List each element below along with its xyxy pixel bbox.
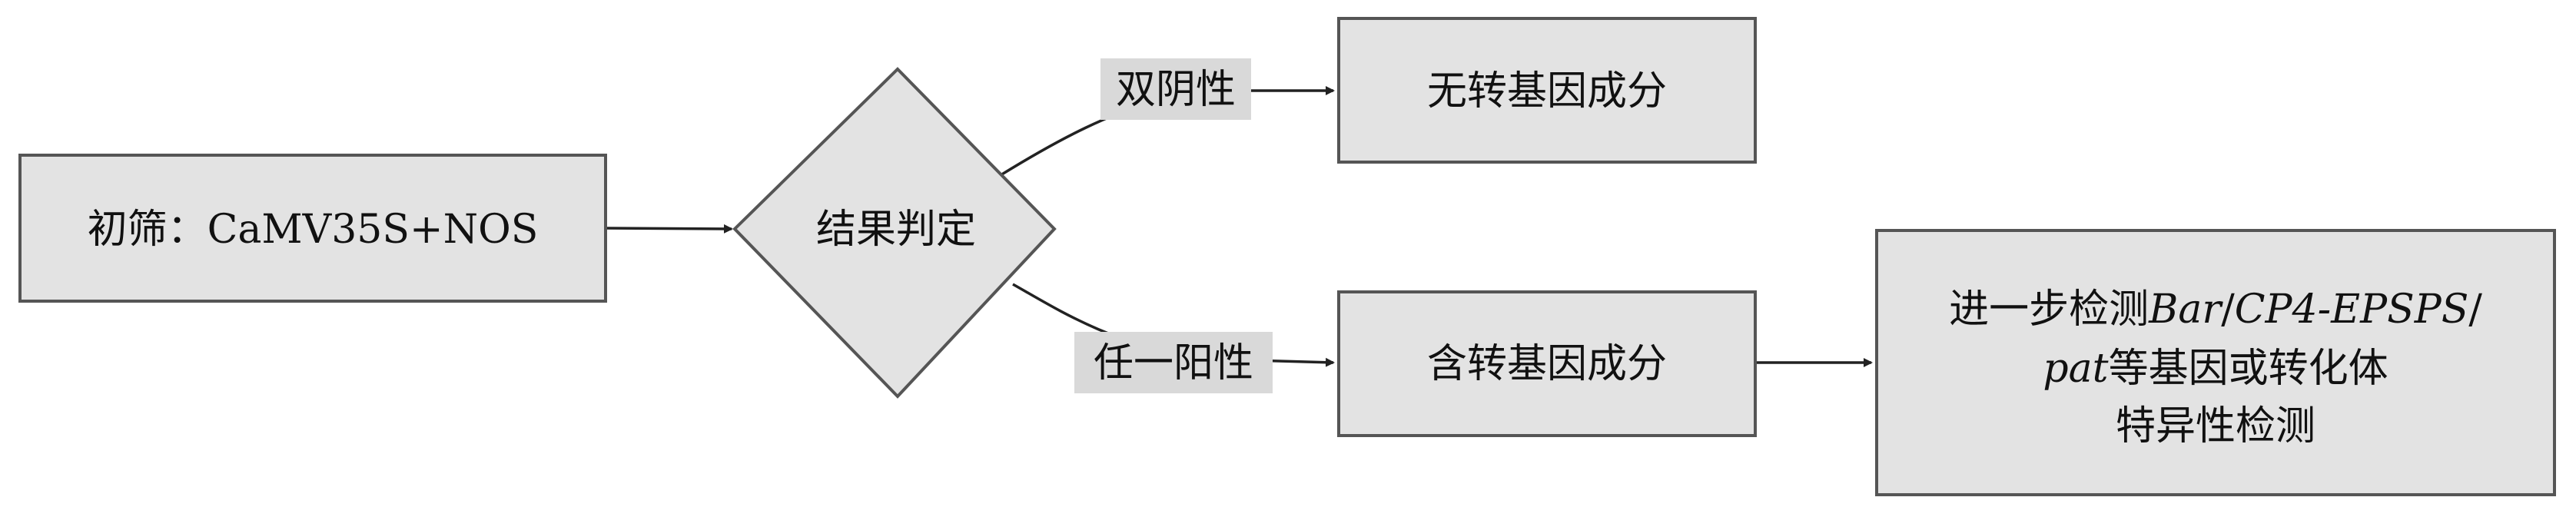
further-line1-prefix: 进一步检测: [1949, 287, 2149, 333]
further-line2-suffix: 等基因或转化体: [2109, 346, 2388, 392]
node-initial-screening: 初筛：CaMV35S+NOS: [18, 154, 607, 303]
further-gene-cp4-epsps: CP4-EPSPS: [2235, 287, 2469, 333]
edge-label-double-negative-text: 双阴性: [1116, 67, 1236, 113]
edge-label-any-positive: 任一阳性: [1074, 332, 1273, 393]
edge-label-any-positive-text: 任一阳性: [1094, 340, 1253, 386]
node-initial-screening-label: 初筛：CaMV35S+NOS: [88, 207, 539, 253]
node-result-decision: 结果判定: [732, 67, 1057, 399]
node-further-detection: 进一步检测Bar/CP4-EPSPS/ pat等基因或转化体 特异性检测: [1875, 229, 2556, 496]
further-sep1: /: [2221, 287, 2235, 333]
node-has-gm: 含转基因成分: [1337, 290, 1757, 437]
further-sep2: /: [2468, 287, 2482, 333]
edge-label-double-negative: 双阴性: [1100, 58, 1251, 120]
node-further-line2: pat等基因或转化体: [2043, 346, 2388, 392]
node-result-decision-label: 结果判定: [816, 207, 976, 253]
node-no-gm: 无转基因成分: [1337, 17, 1757, 164]
further-gene-pat: pat: [2043, 346, 2108, 392]
node-further-line1: 进一步检测Bar/CP4-EPSPS/: [1949, 287, 2482, 333]
edge-screen-to-decision: [605, 224, 733, 234]
further-gene-bar: Bar: [2148, 287, 2223, 333]
node-has-gm-label: 含转基因成分: [1427, 341, 1667, 387]
node-no-gm-label: 无转基因成分: [1427, 68, 1667, 114]
node-further-line3: 特异性检测: [2116, 403, 2315, 449]
